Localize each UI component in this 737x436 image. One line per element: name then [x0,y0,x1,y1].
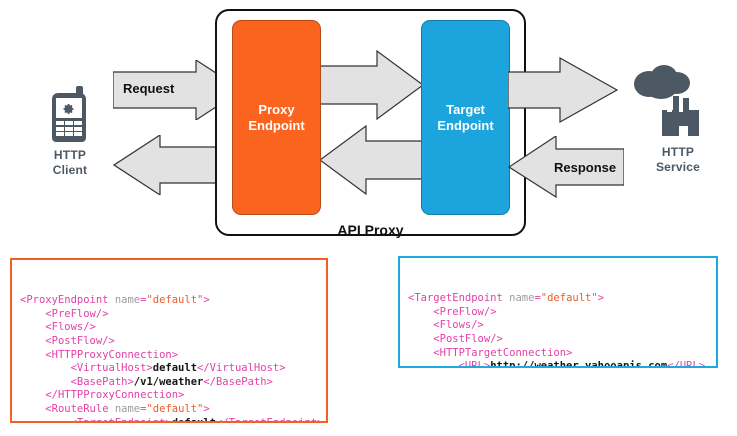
target-endpoint-code-content: <TargetEndpoint name="default"> <PreFlow… [408,292,706,368]
http-client-label-line2: Client [52,163,88,177]
http-service-label-line2: Service [655,160,701,174]
service-request-arrow [508,57,618,123]
proxy-endpoint-label-line2: Endpoint [248,117,305,133]
target-endpoint-label-line1: Target [446,101,485,117]
http-client-label: HTTP Client [32,148,108,178]
phone-antenna [76,86,83,98]
internal-response-arrow [319,125,424,195]
factory-cloud-icon [627,62,703,140]
request-arrow-label: Request [123,81,175,96]
api-proxy-title: API Proxy [337,222,404,238]
target-endpoint-code-block: <TargetEndpoint name="default"> <PreFlow… [398,256,718,368]
factory-cloud-svg [634,65,703,138]
http-client-label-line1: HTTP [53,148,87,162]
response-arrow-label: Response [554,160,617,175]
http-service-label-line1: HTTP [661,145,695,159]
http-service-label: HTTP Service [640,145,716,175]
proxy-endpoint-code-content: <ProxyEndpoint name="default"> <PreFlow/… [20,294,324,423]
mobile-phone-gear-icon [50,86,90,142]
response-arrow [508,136,624,198]
proxy-endpoint-label-line1: Proxy [258,101,295,117]
internal-request-arrow [319,50,424,120]
phone-keypad [56,121,82,136]
gear-icon [63,104,74,114]
target-endpoint-box[interactable]: Target Endpoint [421,20,510,215]
proxy-endpoint-code-block: <ProxyEndpoint name="default"> <PreFlow/… [10,258,328,423]
proxy-endpoint-box[interactable]: Proxy Endpoint [232,20,321,215]
target-endpoint-label-line2: Endpoint [437,117,494,133]
